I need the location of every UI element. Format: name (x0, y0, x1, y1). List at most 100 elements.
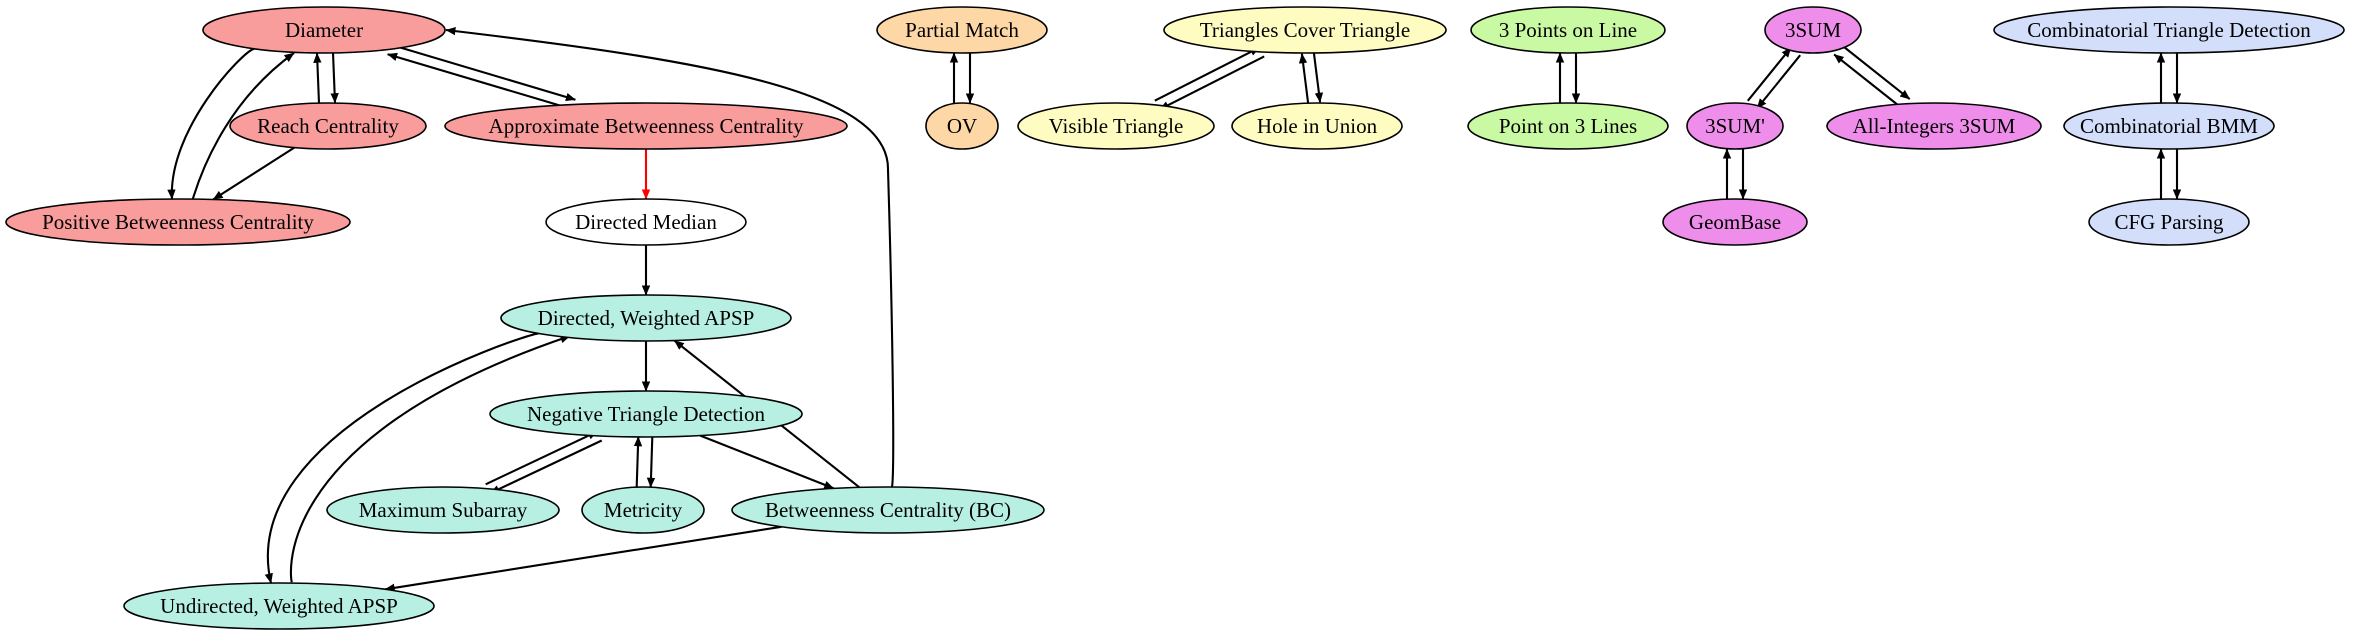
node-reach-ellipse (229, 102, 427, 150)
node-tct: Triangles Cover Triangle (1163, 6, 1447, 54)
node-ov: OV (925, 102, 999, 150)
node-abc: Approximate Betweenness Centrality (444, 102, 848, 150)
node-ctd: Combinatorial Triangle Detection (1993, 6, 2345, 54)
node-dwapsp-label: Directed, Weighted APSP (538, 306, 755, 330)
node-uwapsp: Undirected, Weighted APSP (123, 582, 435, 630)
node-sum3p-ellipse (1686, 102, 1784, 150)
node-cbmm: Combinatorial BMM (2063, 102, 2275, 150)
node-pbc-label: Positive Betweenness Centrality (42, 210, 314, 234)
node-tct-ellipse (1163, 6, 1447, 54)
node-pbc-ellipse (5, 198, 351, 246)
node-cbmm-ellipse (2063, 102, 2275, 150)
edge-sum3p-sum3 (1746, 46, 1792, 102)
node-pmatch-label: Partial Match (905, 18, 1019, 42)
node-geombase-label: GeomBase (1689, 210, 1781, 234)
node-sum3: 3SUM (1764, 6, 1862, 54)
node-sum3p-label: 3SUM' (1705, 114, 1765, 138)
edge-aisum-sum3 (1833, 53, 1903, 110)
node-hiu-label: Hole in Union (1257, 114, 1378, 138)
edge-ntd-maxsub (489, 439, 603, 495)
edge-diameter-abc (390, 43, 576, 102)
node-ntd-ellipse (489, 390, 803, 438)
node-maxsub-ellipse (326, 486, 560, 534)
node-diameter-ellipse (202, 6, 446, 54)
node-hiu-ellipse (1231, 102, 1403, 150)
edge-diameter-reach (330, 52, 339, 104)
edge-bc-uwapsp (384, 525, 782, 592)
node-vt-ellipse (1017, 102, 1215, 150)
node-aisum: All-Integers 3SUM (1826, 102, 2042, 150)
node-uwapsp-ellipse (123, 582, 435, 630)
edge-abc-diameter (387, 52, 573, 111)
edge-reach-pbc (212, 146, 295, 201)
edge-uwapsp-dwapsp (289, 335, 571, 585)
node-abc-ellipse (444, 102, 848, 150)
edge-ntd-bc (699, 434, 835, 490)
node-dmedian-label: Directed Median (575, 210, 717, 234)
node-cfg-label: CFG Parsing (2114, 210, 2224, 234)
node-pmatch: Partial Match (876, 6, 1048, 54)
node-reach: Reach Centrality (229, 102, 427, 150)
node-ov-ellipse (925, 102, 999, 150)
node-p3l: 3 Points on Line (1470, 6, 1666, 54)
node-diameter: Diameter (202, 6, 446, 54)
node-ntd-label: Negative Triangle Detection (527, 402, 765, 426)
node-po3l: Point on 3 Lines (1467, 102, 1669, 150)
node-aisum-ellipse (1826, 102, 2042, 150)
edge-tct-hiu (1312, 52, 1324, 103)
edge-pbc-diameter (191, 52, 295, 200)
node-abc-label: Approximate Betweenness Centrality (489, 114, 804, 138)
node-sum3-label: 3SUM (1785, 18, 1841, 42)
node-vt: Visible Triangle (1017, 102, 1215, 150)
node-dwapsp-ellipse (500, 294, 792, 342)
node-ntd: Negative Triangle Detection (489, 390, 803, 438)
node-dmedian: Directed Median (545, 198, 747, 246)
node-ctd-label: Combinatorial Triangle Detection (2027, 18, 2311, 42)
node-cbmm-label: Combinatorial BMM (2080, 114, 2258, 138)
node-uwapsp-label: Undirected, Weighted APSP (160, 594, 398, 618)
node-bc-ellipse (731, 486, 1045, 534)
node-reach-label: Reach Centrality (257, 114, 399, 138)
node-maxsub: Maximum Subarray (326, 486, 560, 534)
node-dmedian-ellipse (545, 198, 747, 246)
node-tct-label: Triangles Cover Triangle (1200, 18, 1410, 42)
edge-diameter-pbc (167, 47, 255, 200)
edge-metricity-ntd (633, 436, 643, 487)
node-geombase: GeomBase (1662, 198, 1808, 246)
edge-maxsub-ntd (485, 430, 598, 486)
node-po3l-label: Point on 3 Lines (1499, 114, 1637, 138)
node-diameter-label: Diameter (285, 18, 363, 42)
node-maxsub-label: Maximum Subarray (359, 498, 528, 522)
edge-hiu-tct (1298, 53, 1310, 104)
node-ctd-ellipse (1993, 6, 2345, 54)
node-aisum-label: All-Integers 3SUM (1853, 114, 2016, 138)
node-geombase-ellipse (1662, 198, 1808, 246)
edge-ntd-metricity (646, 437, 656, 488)
node-dwapsp: Directed, Weighted APSP (500, 294, 792, 342)
node-metricity: Metricity (581, 486, 705, 534)
edge-dwapsp-uwapsp (264, 332, 539, 584)
edge-vt-tct (1154, 46, 1261, 102)
edge-bc-diameter (445, 26, 895, 488)
node-bc: Betweenness Centrality (BC) (731, 486, 1045, 534)
edge-sum3-sum3p (1756, 54, 1802, 110)
node-p3l-ellipse (1470, 6, 1666, 54)
edge-sum3-aisum (1840, 44, 1911, 100)
node-cfg-ellipse (2088, 198, 2250, 246)
node-p3l-label: 3 Points on Line (1499, 18, 1637, 42)
node-cfg: CFG Parsing (2088, 198, 2250, 246)
node-vt-label: Visible Triangle (1049, 114, 1184, 138)
edge-reach-diameter (313, 52, 322, 104)
node-po3l-ellipse (1467, 102, 1669, 150)
edge-tct-vt (1158, 55, 1265, 111)
node-metricity-label: Metricity (604, 498, 683, 522)
node-metricity-ellipse (581, 486, 705, 534)
node-pmatch-ellipse (876, 6, 1048, 54)
node-sum3p: 3SUM' (1686, 102, 1784, 150)
node-ov-label: OV (947, 114, 977, 138)
node-hiu: Hole in Union (1231, 102, 1403, 150)
node-sum3-ellipse (1764, 6, 1862, 54)
